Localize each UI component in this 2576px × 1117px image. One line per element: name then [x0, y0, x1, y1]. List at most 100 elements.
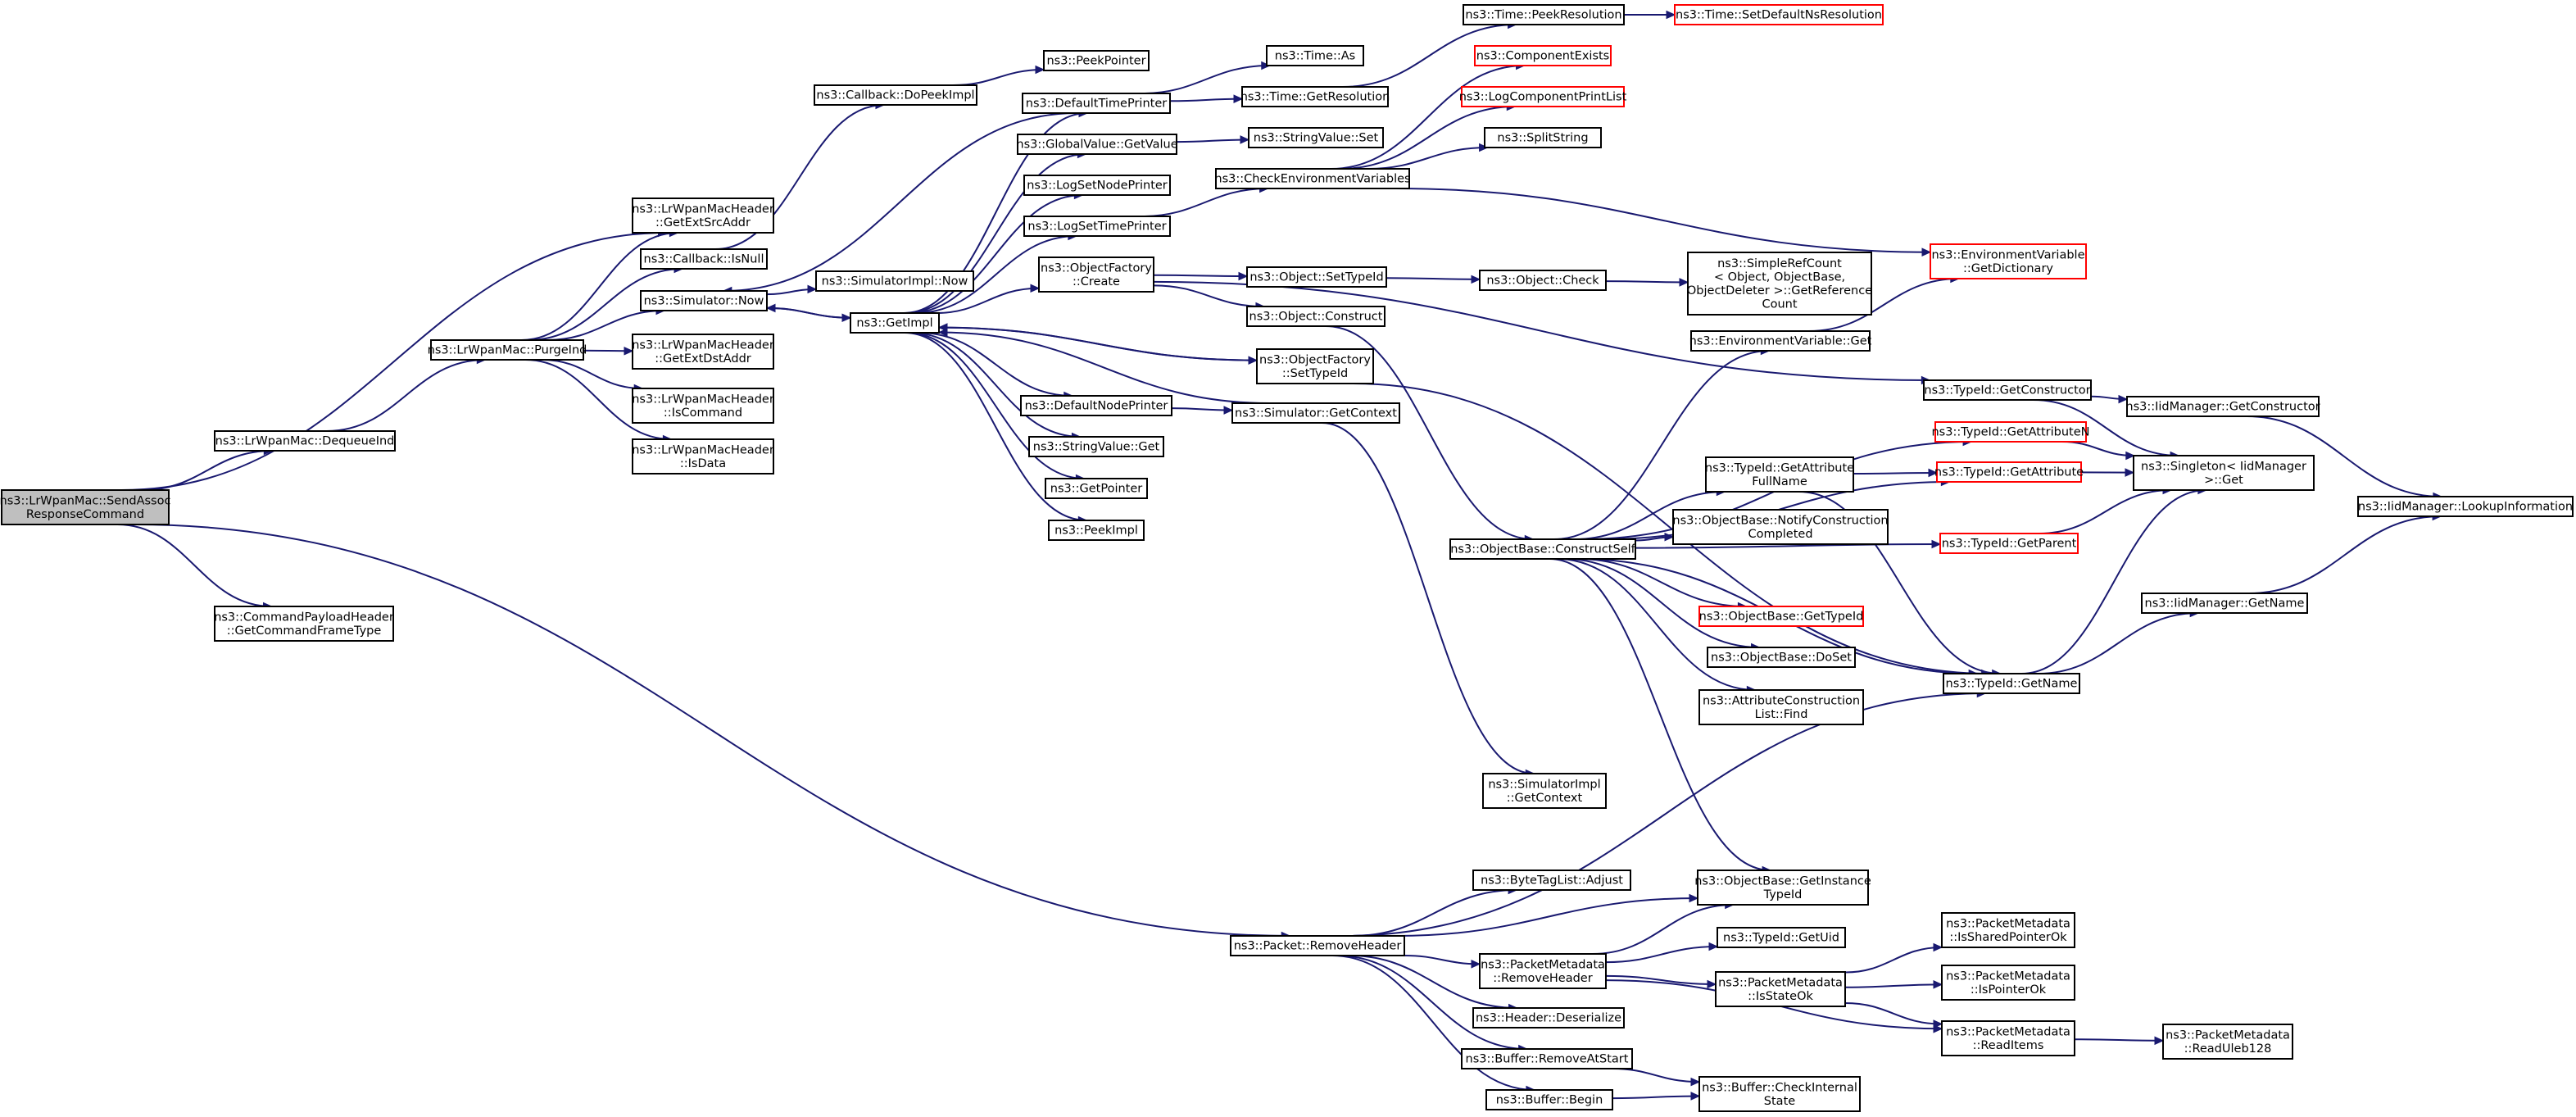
node-gv_getvalue[interactable]: ns3::GlobalValue::GetValue — [1016, 134, 1178, 155]
call-edge-log_set_time-to-check_env — [1141, 188, 1268, 217]
node-get_ext_src[interactable]: ns3::LrWpanMacHeader::GetExtSrcAddr — [632, 198, 774, 234]
node-box — [1717, 927, 1846, 948]
node-stringvalue_set[interactable]: ns3::StringValue::Set — [1248, 127, 1384, 148]
call-edge-objbase_construct_self-to-objbase_getinstance — [1549, 558, 1771, 871]
node-typeid_getconstructor[interactable]: ns3::TypeId::GetConstructor — [1923, 379, 2092, 401]
node-cmd_payload[interactable]: ns3::CommandPayloadHeader::GetCommandFra… — [214, 606, 394, 642]
arrowhead — [1690, 1092, 1701, 1101]
node-time_as[interactable]: ns3::Time::As — [1266, 45, 1364, 66]
call-edge-objbase_construct_self-to-objbase_doset — [1564, 558, 1760, 648]
node-buffer_begin[interactable]: ns3::Buffer::Begin — [1485, 1089, 1613, 1110]
node-peek_impl[interactable]: ns3::PeekImpl — [1048, 520, 1145, 541]
node-default_time_printer[interactable]: ns3::DefaultTimePrinter — [1022, 93, 1171, 114]
node-cb_dopeek[interactable]: ns3::Callback::DoPeekImpl — [814, 84, 977, 106]
node-simimpl_now[interactable]: ns3::SimulatorImpl::Now — [815, 270, 974, 292]
node-packet_removeheader[interactable]: ns3::Packet::RemoveHeader — [1230, 935, 1405, 956]
node-time_peekres[interactable]: ns3::Time::PeekResolution — [1463, 4, 1625, 25]
node-split_string[interactable]: ns3::SplitString — [1484, 127, 1602, 148]
node-box — [1449, 538, 1636, 560]
node-objfactory_create[interactable]: ns3::ObjectFactory::Create — [1038, 257, 1154, 293]
node-iidmgr_getname[interactable]: ns3::IidManager::GetName — [2141, 593, 2308, 614]
call-edge-typeid_getattributen-to-singleton_get — [2061, 441, 2134, 456]
node-typeid_getuid[interactable]: ns3::TypeId::GetUid — [1717, 927, 1846, 948]
node-dequeue_ind[interactable]: ns3::LrWpanMac::DequeueInd — [214, 430, 396, 452]
node-objbase_gettypeid[interactable]: ns3::ObjectBase::GetTypeId — [1698, 606, 1864, 627]
node-stringvalue_get[interactable]: ns3::StringValue::Get — [1028, 436, 1164, 457]
node-box — [1934, 421, 2087, 443]
node-sim_getcontext[interactable]: ns3::Simulator::GetContext — [1231, 402, 1400, 424]
node-check_env[interactable]: ns3::CheckEnvironmentVariables — [1214, 168, 1411, 189]
node-purge_ind[interactable]: ns3::LrWpanMac::PurgeInd — [428, 339, 587, 361]
node-pktmeta_readitems[interactable]: ns3::PacketMetadata::ReadItems — [1941, 1020, 2075, 1056]
node-label: ns3::ByteTagList::Adjust — [1481, 874, 1623, 888]
node-pktmeta_isstateok[interactable]: ns3::PacketMetadata::IsStateOk — [1715, 971, 1846, 1007]
node-objbase_doset[interactable]: ns3::ObjectBase::DoSet — [1707, 647, 1856, 668]
node-label: ns3::PeekImpl — [1054, 524, 1138, 538]
node-get_pointer[interactable]: ns3::GetPointer — [1045, 478, 1148, 499]
node-objbase_construct_self[interactable]: ns3::ObjectBase::ConstructSelf — [1449, 538, 1636, 560]
node-iidmgr_getconstructor[interactable]: ns3::IidManager::GetConstructor — [2125, 396, 2320, 417]
node-label: ns3::PacketMetadata — [2166, 1028, 2290, 1042]
arrowhead — [1679, 278, 1689, 287]
arrowhead — [1933, 942, 1943, 952]
node-objfactory_settypeid[interactable]: ns3::ObjectFactory::SetTypeId — [1256, 348, 1374, 384]
node-time_setdefault[interactable]: ns3::Time::SetDefaultNsResolution — [1674, 4, 1884, 25]
node-env_get_dict[interactable]: ns3::EnvironmentVariable::GetDictionary — [1930, 243, 2087, 279]
node-get_ext_dst[interactable]: ns3::LrWpanMacHeader::GetExtDstAddr — [632, 334, 774, 370]
call-edge-sim_getcontext-to-get_impl — [938, 331, 1270, 404]
call-edge-typeid_getname-to-iidmgr_getname — [2037, 612, 2199, 674]
node-sim_now[interactable]: ns3::Simulator::Now — [640, 290, 768, 311]
node-obj_construct[interactable]: ns3::Object::Construct — [1246, 306, 1386, 327]
node-label: ns3::LrWpanMacHeader — [632, 443, 774, 456]
node-get_impl[interactable]: ns3::GetImpl — [850, 312, 940, 334]
node-pktmeta_readuleb[interactable]: ns3::PacketMetadata::ReadUleb128 — [2162, 1024, 2293, 1060]
node-simple_refcount[interactable]: ns3::SimpleRefCount< Object, ObjectBase,… — [1687, 252, 1872, 316]
node-peek_pointer[interactable]: ns3::PeekPointer — [1043, 50, 1150, 71]
node-log_set_time[interactable]: ns3::LogSetTimePrinter — [1023, 216, 1171, 237]
node-typeid_getattributen[interactable]: ns3::TypeId::GetAttributeN — [1931, 421, 2090, 443]
node-env_get[interactable]: ns3::EnvironmentVariable::Get — [1689, 330, 1872, 352]
node-typeid_getparent[interactable]: ns3::TypeId::GetParent — [1939, 533, 2079, 554]
node-buffer_removeatstart[interactable]: ns3::Buffer::RemoveAtStart — [1461, 1048, 1633, 1069]
node-typeid_getattribute[interactable]: ns3::TypeId::GetAttribute — [1934, 461, 2084, 483]
call-edge-default_time_printer-to-sim_now — [723, 112, 1077, 292]
node-component_exists[interactable]: ns3::ComponentExists — [1474, 45, 1612, 66]
node-pktmeta_removeheader[interactable]: ns3::PacketMetadata::RemoveHeader — [1479, 953, 1607, 989]
node-header_deserialize[interactable]: ns3::Header::Deserialize — [1472, 1007, 1625, 1028]
node-bytetaglist_adjust[interactable]: ns3::ByteTagList::Adjust — [1472, 870, 1631, 891]
node-typeid_getname[interactable]: ns3::TypeId::GetName — [1943, 673, 2080, 694]
node-is_data[interactable]: ns3::LrWpanMacHeader::IsData — [632, 438, 774, 474]
call-edge-objbase_construct_self-to-objbase_gettypeid — [1577, 558, 1747, 607]
call-edge-iidmgr_getconstructor-to-iidmgr_lookup — [2247, 415, 2442, 497]
node-obj_settypeid[interactable]: ns3::Object::SetTypeId — [1246, 266, 1387, 288]
call-edge-get_impl-to-log_set_node — [909, 194, 1083, 314]
node-cb_isnull[interactable]: ns3::Callback::IsNull — [640, 248, 768, 270]
node-singleton_get[interactable]: ns3::Singleton< IidManager>::Get — [2133, 455, 2315, 491]
node-time_getres[interactable]: ns3::Time::GetResolution — [1240, 86, 1390, 107]
node-pktmeta_issharedptr[interactable]: ns3::PacketMetadata::IsSharedPointerOk — [1941, 912, 2075, 948]
node-box — [1943, 673, 2080, 694]
node-default_node_printer[interactable]: ns3::DefaultNodePrinter — [1020, 395, 1172, 416]
node-log_comp_print[interactable]: ns3::LogComponentPrintList — [1459, 86, 1627, 107]
node-log_set_node[interactable]: ns3::LogSetNodePrinter — [1023, 175, 1171, 196]
node-objbase_notify[interactable]: ns3::ObjectBase::NotifyConstructionCompl… — [1672, 509, 1889, 545]
arrowhead — [937, 328, 948, 337]
node-is_command[interactable]: ns3::LrWpanMacHeader::IsCommand — [632, 388, 774, 424]
call-edge-packet_removeheader-to-header_deserialize — [1349, 955, 1517, 1009]
node-obj_check[interactable]: ns3::Object::Check — [1479, 270, 1607, 291]
node-box — [850, 312, 940, 334]
arrowhead — [624, 347, 634, 356]
node-iidmgr_lookup[interactable]: ns3::IidManager::LookupInformation — [2357, 496, 2574, 517]
call-edge-check_env-to-component_exists — [1331, 65, 1525, 170]
node-label: ns3::Time::As — [1275, 50, 1355, 63]
node-simimpl_getcontext[interactable]: ns3::SimulatorImpl::GetContext — [1482, 773, 1607, 809]
call-edge-objbase_construct_self-to-typeid_getattrfullname — [1574, 491, 1726, 540]
node-pktmeta_isptrok[interactable]: ns3::PacketMetadata::IsPointerOk — [1941, 965, 2075, 1001]
call-edge-default_time_printer-to-time_getres — [1169, 98, 1243, 102]
